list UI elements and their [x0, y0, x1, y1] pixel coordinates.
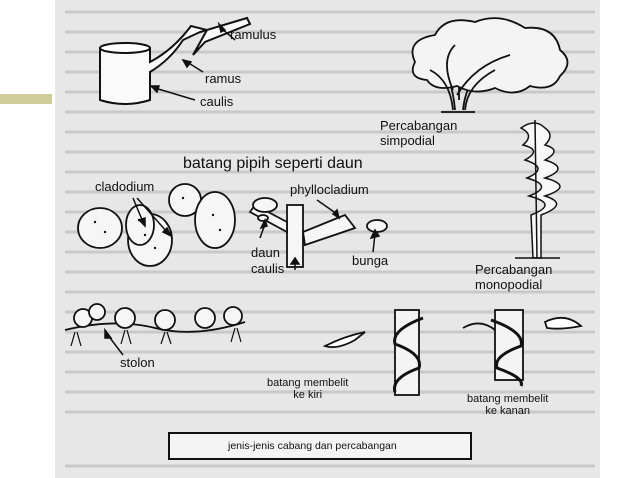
- slide-accent-bar: [0, 94, 52, 104]
- figure-drawings: [64, 10, 595, 468]
- cladodium-spines: [93, 196, 222, 250]
- label-simpodial: Percabangan simpodial: [380, 118, 458, 148]
- simpodial-tree: [411, 17, 569, 113]
- label-twine-left: batang membelit ke kiri: [267, 377, 349, 401]
- label-phyllocladium: phyllocladium: [290, 182, 369, 197]
- stolon-plant: [64, 303, 246, 333]
- label-caulis-mid: caulis: [251, 261, 285, 276]
- phyllocladium-arrows: [259, 199, 381, 270]
- branch-arrows: [149, 21, 236, 101]
- phyllocladium-plant: [248, 197, 388, 268]
- branch-drawing: [99, 16, 252, 105]
- twine-left-stem: [322, 309, 424, 396]
- figure-caption-box: jenis-jenis cabang dan percabangan: [168, 432, 472, 460]
- cladodium-arrows: [132, 197, 173, 238]
- stolon-roots: [70, 327, 242, 347]
- cladodium-plant: [77, 183, 236, 267]
- label-twine-right: batang membelit ke kanan: [467, 393, 549, 417]
- label-monopodial: Percabangan monopodial: [475, 262, 553, 292]
- label-ramus: ramus: [205, 71, 242, 86]
- label-caulis-top: caulis: [200, 94, 234, 109]
- label-flat-stem-title: batang pipih seperti daun: [183, 155, 363, 172]
- stolon-arrow: [104, 327, 124, 356]
- label-cladodium: cladodium: [95, 179, 155, 194]
- label-stolon: stolon: [120, 355, 155, 370]
- label-daun: daun: [251, 245, 280, 260]
- label-bunga: bunga: [352, 253, 389, 268]
- twine-right-stem: [462, 309, 583, 387]
- monopodial-tree: [515, 119, 561, 259]
- label-ramulus: ramulus: [230, 27, 277, 42]
- scanned-textbook-figure: ramulus ramus caulis Percabangan simpodi…: [55, 0, 600, 478]
- figure-caption: jenis-jenis cabang dan percabangan: [228, 440, 397, 452]
